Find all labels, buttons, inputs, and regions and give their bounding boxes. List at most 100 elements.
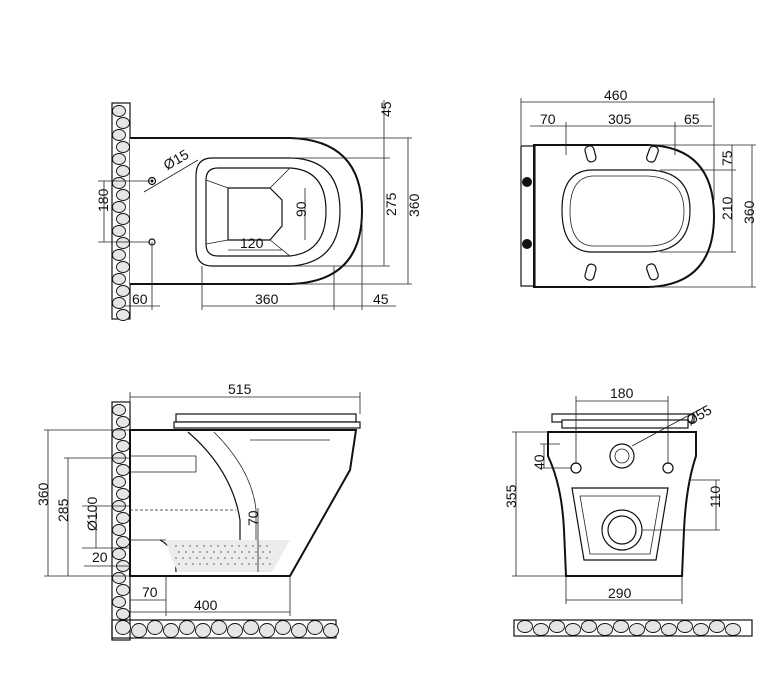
floor-stone — [195, 623, 211, 638]
wall-stone — [116, 440, 130, 452]
water-dot — [189, 557, 191, 559]
dim-d180: 180 — [610, 385, 634, 401]
water-dot — [266, 557, 268, 559]
floor-stone — [163, 623, 179, 638]
dim-d90: 90 — [293, 201, 309, 217]
wall-left-top — [111, 102, 131, 321]
water-dot — [182, 545, 184, 547]
dim-d515: 515 — [228, 381, 252, 397]
water-dot — [252, 557, 254, 559]
water-dot — [182, 557, 184, 559]
water-dot — [224, 557, 226, 559]
wall-stone — [112, 428, 126, 440]
wall-stone — [116, 261, 130, 273]
water-dot — [192, 551, 194, 553]
water-dot — [217, 545, 219, 547]
dim-d305: 305 — [608, 111, 632, 127]
wall-stone — [112, 273, 126, 285]
dim-d75: 75 — [719, 150, 735, 166]
water-dot — [241, 551, 243, 553]
wall-stone — [112, 153, 126, 165]
dim-d275: 275 — [383, 192, 399, 216]
floor-stone — [533, 623, 549, 636]
water-dot — [227, 563, 229, 565]
wall-stone — [116, 165, 130, 177]
wall-stone — [116, 416, 130, 428]
seat-top-view: 460 70 305 65 75 210 360 — [520, 87, 757, 288]
dim-d360: 360 — [741, 200, 757, 224]
inner-rim — [195, 157, 341, 267]
water-dot — [255, 563, 257, 565]
water-dot — [224, 545, 226, 547]
wall-stone — [112, 524, 126, 536]
dim-d360-bottom: 360 — [255, 291, 279, 307]
water-dot — [269, 551, 271, 553]
dim-d45-top: 45 — [378, 101, 394, 117]
dim-d460: 460 — [604, 87, 628, 103]
water-dot — [266, 545, 268, 547]
water-dot — [234, 551, 236, 553]
water-dot — [199, 551, 201, 553]
wall-stone — [116, 213, 130, 225]
floor-stone — [597, 623, 613, 636]
wall-stone — [116, 512, 130, 524]
wall-stone — [116, 189, 130, 201]
wall-stone — [112, 297, 126, 309]
dim-d70-bottom: 70 — [142, 584, 158, 600]
floor-stone — [275, 620, 291, 635]
dim-d360: 360 — [35, 482, 51, 506]
water-dot — [196, 557, 198, 559]
water-dot — [245, 545, 247, 547]
water-dot — [220, 563, 222, 565]
water-dot — [259, 557, 261, 559]
dim-d120: 120 — [240, 235, 264, 251]
water-area — [166, 540, 290, 572]
water-dot — [252, 545, 254, 547]
floor-stone — [709, 620, 725, 633]
dim-d400: 400 — [194, 597, 218, 613]
floor-stone — [179, 620, 195, 635]
dim-d70: 70 — [540, 111, 556, 127]
water-dot — [206, 551, 208, 553]
floor-stone — [323, 623, 339, 638]
dim-d65: 65 — [684, 111, 700, 127]
water-dot — [178, 563, 180, 565]
wall-stone — [116, 536, 130, 548]
floor-stone — [565, 623, 581, 636]
wall-stone — [112, 105, 126, 117]
floor-stone — [227, 623, 243, 638]
water-dot — [248, 563, 250, 565]
floor-stone — [613, 620, 629, 633]
dim-d290: 290 — [608, 585, 632, 601]
water-dot — [203, 557, 205, 559]
wall-stone — [112, 249, 126, 261]
water-dot — [189, 545, 191, 547]
wall-stone — [112, 201, 126, 213]
water-dot — [178, 551, 180, 553]
dim-d20: 20 — [92, 549, 108, 565]
floor-stone — [581, 620, 597, 633]
bowl-body-section — [129, 429, 358, 577]
wall-stone — [112, 476, 126, 488]
floor-stone — [307, 620, 323, 635]
water-dot — [192, 563, 194, 565]
floor-stone — [661, 623, 677, 636]
floor-stone — [115, 620, 131, 635]
water-dot — [269, 563, 271, 565]
water-dot — [262, 563, 264, 565]
water-dot — [210, 557, 212, 559]
water-dot — [231, 557, 233, 559]
wall-stone — [116, 237, 130, 249]
wall-stone — [116, 141, 130, 153]
water-dot — [259, 545, 261, 547]
top-view-plan: Ø15 180 90 120 45 275 360 60 360 45 — [95, 100, 422, 321]
wall-stone — [116, 608, 130, 620]
wall-stone — [112, 177, 126, 189]
water-dot — [217, 557, 219, 559]
water-dot — [238, 557, 240, 559]
floor-stone — [629, 623, 645, 636]
wall-stone — [116, 488, 130, 500]
floor-stone — [645, 620, 661, 633]
wall-stone — [116, 309, 130, 321]
